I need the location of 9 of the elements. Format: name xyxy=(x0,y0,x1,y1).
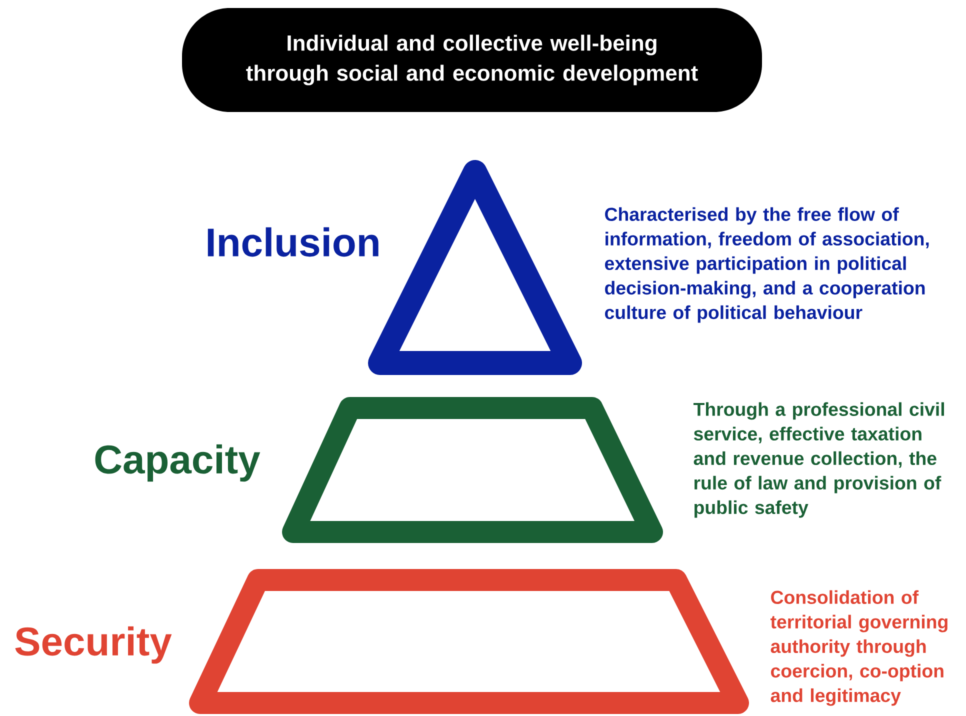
trapezoid-outline xyxy=(189,569,749,714)
tier-heading: Inclusion xyxy=(208,227,378,257)
tier-heading: Security xyxy=(15,626,172,664)
title-banner: Individual and collective well-being through social and economic development xyxy=(182,8,762,112)
trapezoid-outline xyxy=(282,397,663,543)
tier-description: Consolidation of territorial governing authority through coercion, co-option and legitimacy xyxy=(770,590,948,706)
tier-description: Characterised by the free flow of information, freedom of association, extensive participation in political decision-making, and a cooperation culture of political behaviour xyxy=(605,207,929,323)
tier-heading: Capacity xyxy=(95,444,260,482)
tier-description: Through a professional civil service, effective taxation and revenue collection, the rule of law and provision of public safety xyxy=(693,402,944,518)
